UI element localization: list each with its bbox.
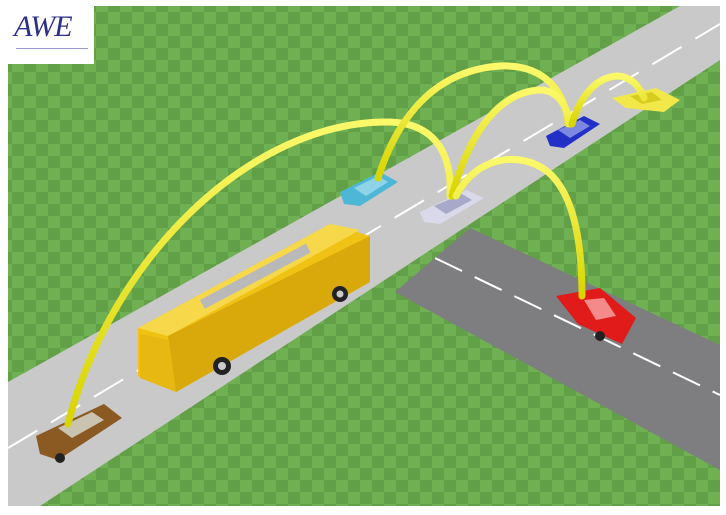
logo-text: AWE xyxy=(14,10,72,44)
logo-underline xyxy=(16,48,88,53)
awe-logo: AWE xyxy=(8,6,94,64)
